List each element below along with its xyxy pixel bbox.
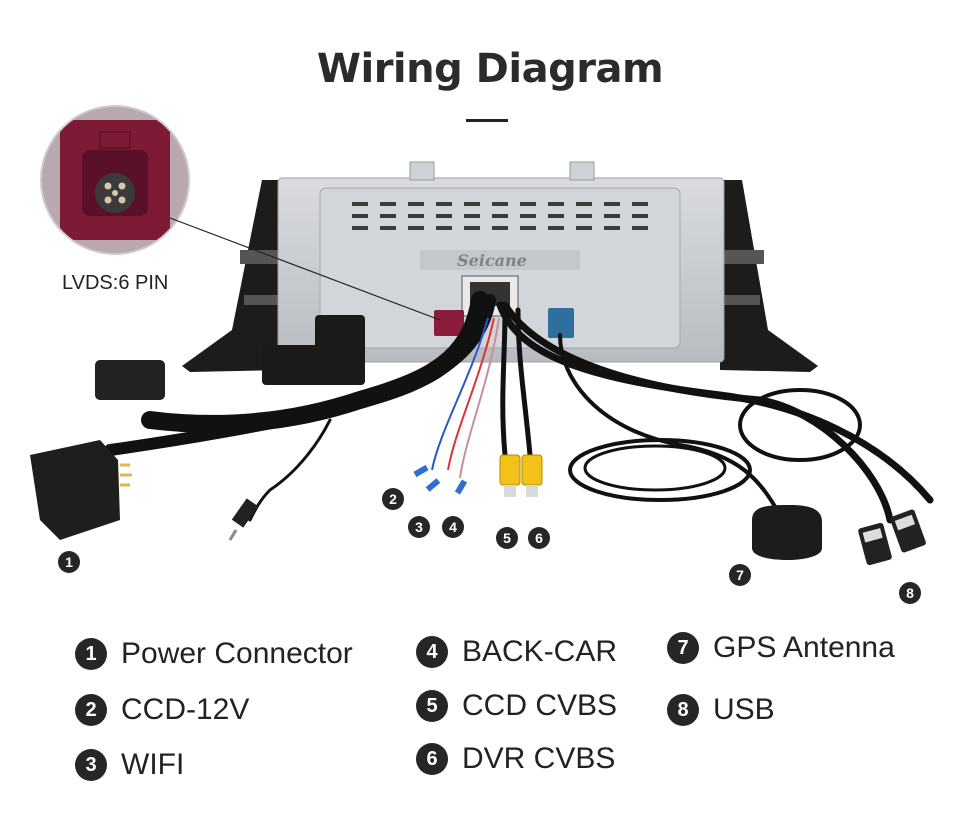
- gps-antenna: [752, 505, 822, 560]
- legend-number: 2: [75, 694, 107, 726]
- legend-item-8: 8 USB: [667, 693, 775, 727]
- legend-number: 1: [75, 638, 107, 670]
- legend-item-1: 1 Power Connector: [75, 637, 353, 671]
- callout-7: 7: [729, 564, 751, 586]
- legend-label: BACK-CAR: [462, 635, 618, 668]
- gps-cable-coil: [568, 438, 752, 502]
- aux-jack: [228, 498, 259, 541]
- power-connector: [30, 315, 365, 540]
- legend-item-2: 2 CCD-12V: [75, 693, 249, 727]
- usb-cable-coil: [738, 388, 862, 462]
- lvds-label: LVDS:6 PIN: [62, 272, 169, 294]
- legend-label: Power Connector: [121, 637, 353, 670]
- head-unit-chassis: Seicane: [277, 161, 725, 363]
- legend-number: 8: [667, 694, 699, 726]
- brand-logo: Seicane: [457, 251, 527, 270]
- callout-1: 1: [58, 551, 80, 573]
- mounting-bracket-right: [720, 180, 818, 372]
- legend-label: DVR CVBS: [462, 742, 616, 775]
- legend-number: 5: [416, 690, 448, 722]
- page-title: Wiring Diagram: [316, 46, 664, 92]
- callout-6: 6: [528, 527, 550, 549]
- callout-8: 8: [899, 582, 921, 604]
- legend-item-6: 6 DVR CVBS: [416, 742, 615, 776]
- callout-4: 4: [442, 516, 464, 538]
- legend-label: CCD CVBS: [462, 689, 618, 722]
- title-underline: [466, 119, 508, 122]
- legend-item-4: 4 BACK-CAR: [416, 635, 617, 669]
- legend-item-5: 5 CCD CVBS: [416, 689, 617, 723]
- legend-number: 7: [667, 632, 699, 664]
- legend-item-3: 3 WIFI: [75, 748, 184, 782]
- legend-item-7: 7 GPS Antenna: [667, 631, 895, 665]
- legend-label: CCD-12V: [121, 693, 250, 726]
- lvds-port: [434, 310, 464, 336]
- callout-2: 2: [382, 488, 404, 510]
- legend-label: USB: [713, 693, 775, 726]
- legend-number: 6: [416, 743, 448, 775]
- mounting-bracket-left: [182, 180, 284, 372]
- legend-number: 3: [75, 749, 107, 781]
- harness-bundle: [104, 291, 934, 524]
- callout-5: 5: [496, 527, 518, 549]
- legend-label: GPS Antenna: [713, 631, 895, 664]
- wire-terminals: [413, 464, 468, 495]
- lvds-zoom-inset: [40, 105, 441, 321]
- rca-connectors: [499, 454, 543, 497]
- legend-number: 4: [416, 636, 448, 668]
- usb-connectors: [858, 509, 926, 566]
- legend-label: WIFI: [121, 748, 185, 781]
- callout-3: 3: [408, 516, 430, 538]
- gps-fakra-port: [548, 308, 574, 338]
